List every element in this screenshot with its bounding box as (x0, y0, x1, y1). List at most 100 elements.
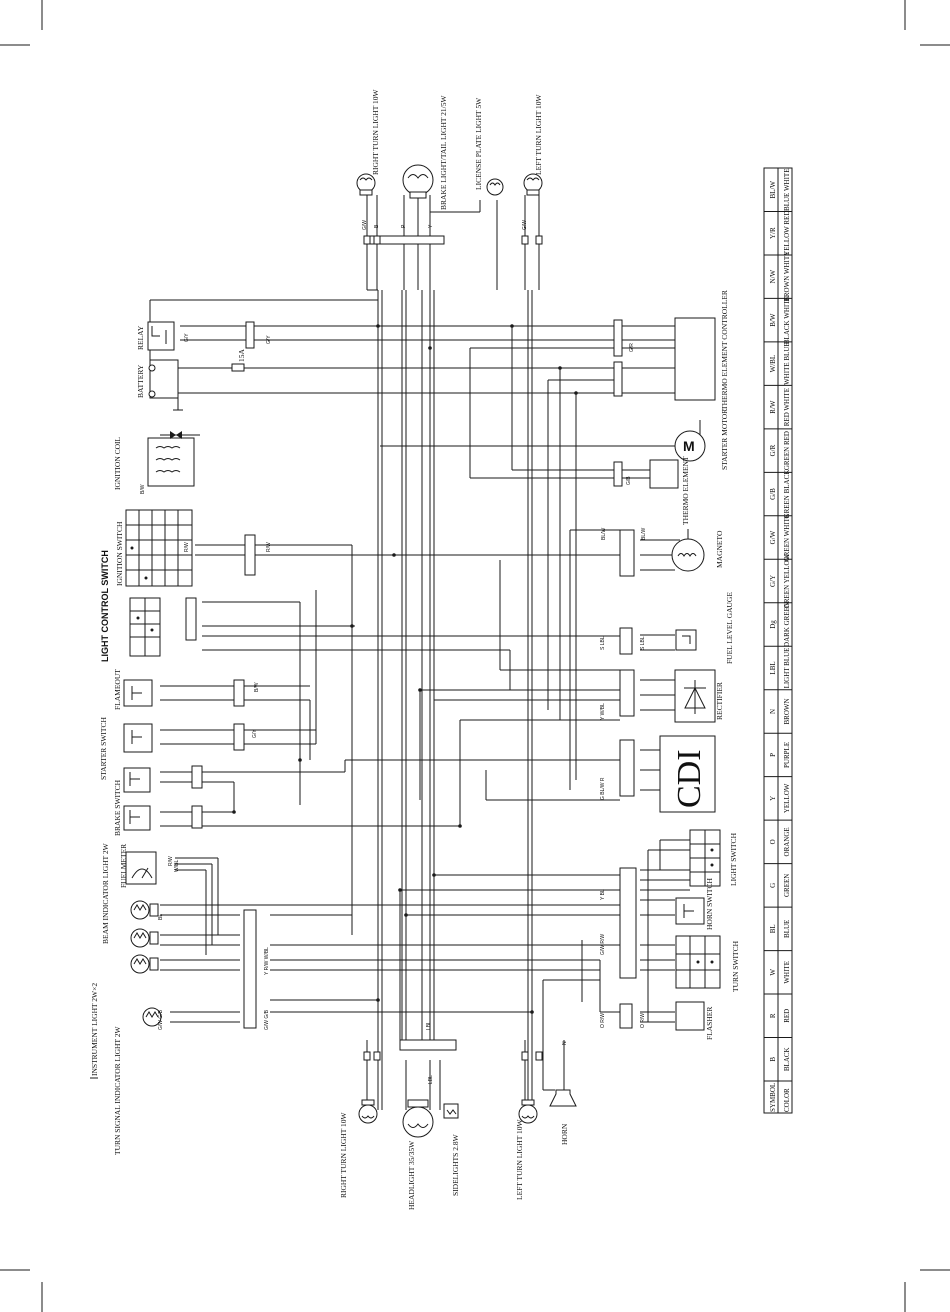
table-symbol-cell: G/R (769, 444, 777, 456)
table-symbol-cell: Dg (769, 620, 777, 629)
ign-switch-label: IGNITION SWITCH (115, 521, 124, 586)
instr-label: INSTRUMENT LIGHT 2W×2 (90, 983, 99, 1076)
horn-label: HORN (560, 1123, 569, 1145)
wl-gy3: G/Y (252, 729, 258, 738)
turn-sw-label: TURN SWITCH (731, 940, 740, 992)
thermo-element-controller: THERMO ELEMENT CONTROLLER (674, 290, 729, 410)
wl-p-top: P (401, 224, 407, 228)
wl-slbl2: S LBL (640, 636, 646, 650)
headlight: HEADLIGHT 35/35W (402, 1099, 434, 1210)
battery-label: BATTERY (136, 364, 145, 398)
ignition-coil: IGNITION COIL (113, 431, 200, 490)
wl-ywbl: Y W/BL (600, 703, 606, 720)
fuse-label: 15A (237, 349, 246, 363)
table-color-cell: WHITE BLUE (783, 342, 791, 385)
rectifier: RECTIFIER (674, 669, 724, 723)
fuel-gauge-label: FUEL LEVEL GAUGE (725, 592, 734, 664)
table-symbol-cell: G/Y (769, 575, 777, 587)
wl-gr: G/R (629, 343, 635, 352)
headlight-label: HEADLIGHT 35/35W (407, 1140, 416, 1210)
table-color-cell: BLACK (783, 1047, 791, 1071)
wl-blw2: BL/W (641, 527, 647, 540)
flasher: FLASHER (675, 1001, 714, 1040)
table-color-cell: BLUE WHITE (783, 169, 791, 211)
wl-n: N (562, 1041, 568, 1045)
turn-switch: TURN SWITCH (675, 935, 740, 992)
brake-switch: BRAKE SWITCH (113, 767, 151, 836)
brake-tail-label: BRAKE LIGHT/TAIL LIGHT 21/5W (439, 94, 448, 210)
table-color-cell: PURPLE (783, 742, 791, 768)
sidelights: SIDELIGHTS 2.8W (443, 1103, 460, 1196)
table-symbol-cell: BL (769, 924, 777, 933)
wl-rw: R/W (184, 542, 190, 552)
table-color-cell: WHITE (783, 961, 791, 984)
beam-ind-label: BEAM INDICATOR LIGHT 2W (101, 842, 110, 944)
connectors (185, 235, 637, 1061)
wl-gwgb2: G/W G/B (158, 1009, 164, 1030)
wl-lbl: LBL (426, 1021, 432, 1030)
thermo-el-label: THERMO ELEMENT (681, 456, 690, 525)
rectifier-label: RECTIFIER (715, 682, 724, 720)
relay-label: RELAY (136, 325, 145, 350)
sidelights-label: SIDELIGHTS 2.8W (451, 1133, 460, 1196)
light-control-switch (129, 597, 161, 657)
table-symbol-cell: G/W (769, 530, 777, 544)
table-header-color: COLOR (783, 1088, 791, 1112)
rt-turn-light-top: RIGHT TURN LIGHT 10W (356, 88, 380, 196)
horn-switch: HORN SWITCH (675, 878, 714, 930)
wl-rw3: R/W (168, 856, 174, 866)
table-symbol-cell: O (769, 839, 777, 844)
table-symbol-cell: G (769, 883, 777, 888)
table-color-cell: ORANGE (783, 827, 791, 856)
table-symbol-cell: N (769, 709, 777, 714)
wl-y-top: Y (428, 224, 434, 228)
table-color-cell: GREEN BLACK (783, 470, 791, 519)
wl-lbl2: LBL (428, 1075, 434, 1084)
table-color-cell: GREEN WHITE (783, 514, 791, 562)
relay: RELAY (136, 321, 175, 351)
lt-turn-light-top: LEFT TURN LIGHT 10W (523, 93, 543, 196)
wl-gw-top: G/W (362, 220, 368, 230)
wl-gwrw: G/W R/W (600, 934, 606, 955)
rt-turn-bot-label: RIGHT TURN LIGHT 10W (339, 1111, 348, 1198)
flameout-switch: FLAMEOUT (113, 669, 153, 710)
motor-letter: M (683, 438, 695, 454)
table-color-cell: BLUE (783, 920, 791, 938)
table-symbol-cell: B (769, 1057, 777, 1062)
table-symbol-cell: B/W (769, 313, 777, 327)
table-symbol-cell: BL/W (769, 181, 777, 199)
fuelmeter: FUELMETER BEAM INDICATOR LIGHT 2W (101, 842, 157, 944)
table-color-cell: LIGHT BLUE (783, 648, 791, 689)
rt-turn-top-label: RIGHT TURN LIGHT 10W (371, 88, 380, 175)
table-color-cell: BLACK WHITE (783, 296, 791, 344)
wl-gwgb: G/W G/B (264, 1009, 270, 1030)
wl-gy: G/Y (184, 333, 190, 342)
table-color-cell: GREEN YELLOW (783, 553, 791, 608)
flameout-label: FLAMEOUT (113, 669, 122, 710)
flasher-label: FLASHER (705, 1007, 714, 1040)
table-symbol-cell: LBL (769, 661, 777, 674)
table-symbol-cell: P (769, 753, 777, 757)
table-color-cell: BROWN (783, 698, 791, 724)
fuelmeter-label: FUELMETER (119, 844, 128, 888)
table-header-symbol: SYMBOL (769, 1083, 777, 1112)
indicator-lamps: INSTRUMENT LIGHT 2W×2 TURN SIGNAL INDICA… (90, 900, 162, 1155)
table-color-cell: DARK GREEN (783, 602, 791, 647)
light-sw-label: LIGHT SWITCH (729, 832, 738, 886)
wl-wbl: W/BL (174, 860, 180, 872)
table-symbol-cell: R (769, 1013, 777, 1018)
lt-turn-light-bottom: LEFT TURN LIGHT 10W (515, 1099, 538, 1200)
license-plate-light: LICENSE PLATE LIGHT 5W (474, 97, 504, 196)
battery: BATTERY 15A (136, 349, 246, 411)
magneto: MAGNETO (671, 529, 724, 572)
ign-coil-label: IGNITION COIL (113, 436, 122, 490)
turn-ind-label: TURN SIGNAL INDICATOR LIGHT 2W (113, 1025, 122, 1155)
brake-sw-label: BRAKE SWITCH (113, 779, 122, 836)
brake-tail-light: BRAKE LIGHT/TAIL LIGHT 21/5W (402, 94, 448, 210)
table-color-cell: GREEN RED (783, 431, 791, 470)
cdi-label: CDI (671, 749, 708, 808)
starter-sw-label: STARTER SWITCH (99, 717, 108, 780)
table-color-cell: BROWN WHITE (783, 252, 791, 302)
